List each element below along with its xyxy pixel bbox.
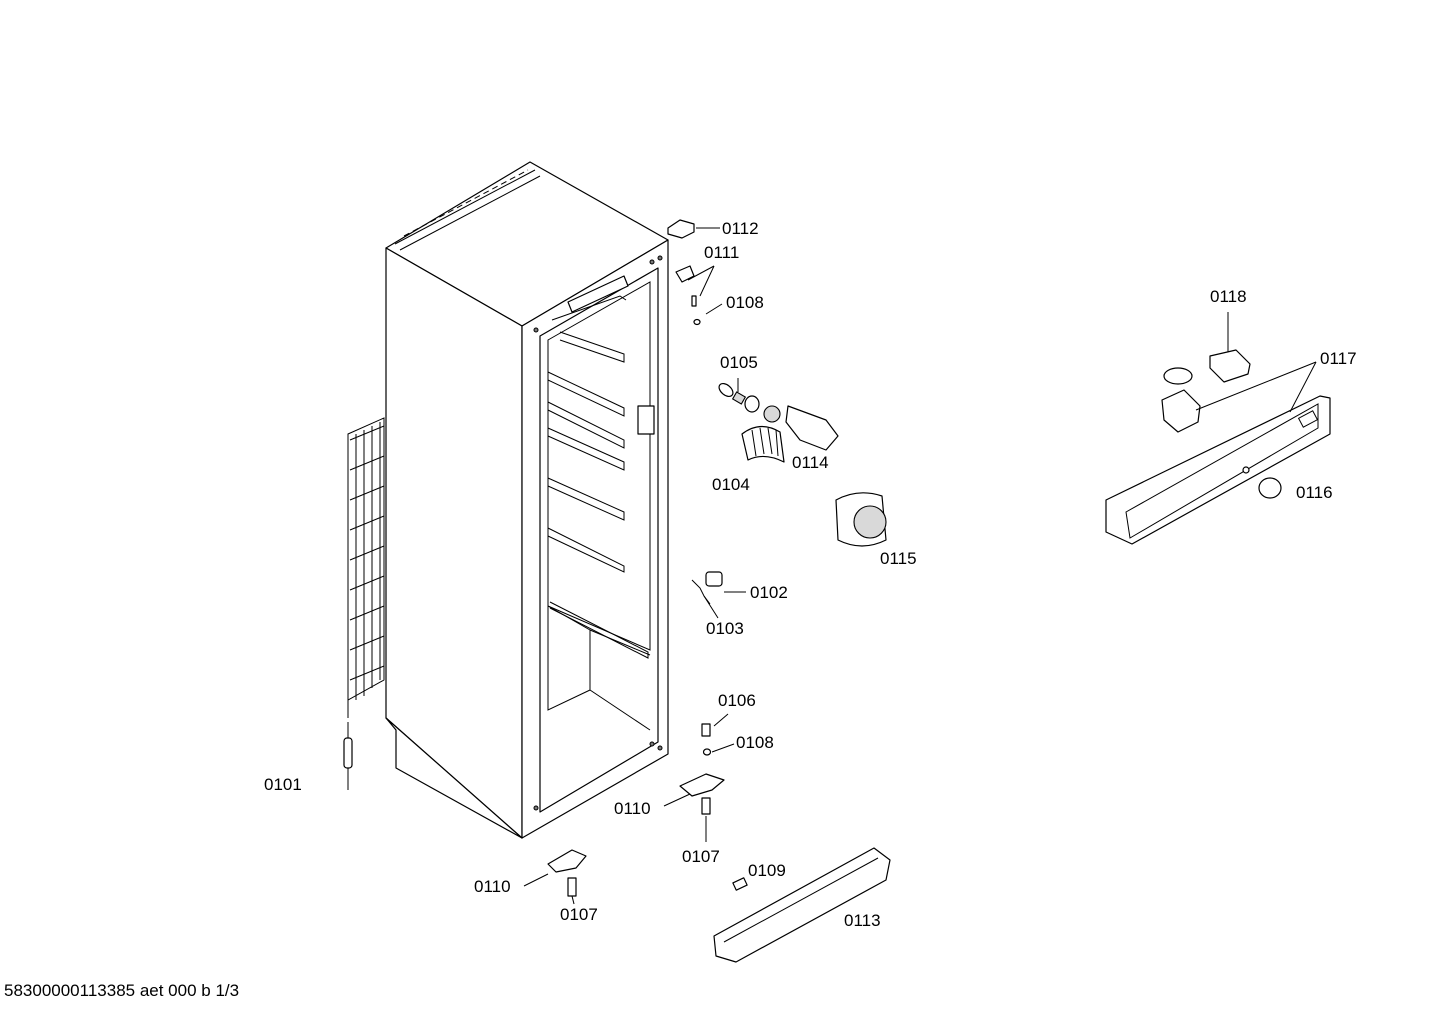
- label-0108-top: 0108: [726, 293, 764, 312]
- label-0105: 0105: [720, 353, 758, 372]
- label-0104: 0104: [712, 475, 750, 494]
- label-0107-right: 0107: [682, 847, 720, 866]
- condenser-coil: [347, 417, 385, 718]
- label-0112: 0112: [722, 219, 759, 238]
- control-panel-part: [1105, 395, 1331, 545]
- lamp-bulb-part: [718, 382, 747, 405]
- leader-lines: [523, 227, 1317, 905]
- washer-part-top: [693, 318, 701, 326]
- label-0114: 0114: [792, 453, 829, 472]
- screw-part-right: [701, 797, 711, 815]
- screw-part-left: [567, 877, 577, 897]
- label-0110-left: 0110: [474, 877, 511, 896]
- lamp-diffuser-part: [741, 425, 785, 463]
- top-vent-slots: [394, 169, 541, 251]
- label-0103: 0103: [706, 619, 744, 638]
- label-0110-right: 0110: [614, 799, 651, 818]
- label-0116: 0116: [1296, 483, 1333, 502]
- label-0113: 0113: [844, 911, 881, 930]
- switch-part: [1209, 349, 1251, 383]
- label-0106: 0106: [718, 691, 756, 710]
- washer-part-bottom: [702, 748, 712, 756]
- label-0115: 0115: [880, 549, 917, 568]
- fan-housing-part: [835, 492, 887, 547]
- clip-part: [705, 571, 723, 587]
- shelf-rails: [547, 295, 649, 659]
- label-0102: 0102: [750, 583, 788, 602]
- part-labels: 0112 0111 0108 0105 0114 0104 0115 0102 …: [264, 219, 1357, 930]
- control-knob-part: [1258, 477, 1282, 499]
- hinge-bracket-part-left: [547, 849, 587, 873]
- hinge-pin-part: [675, 265, 697, 307]
- document-code: 58300000113385 aet 000 b 1/3: [4, 981, 240, 1000]
- label-0117: 0117: [1320, 349, 1357, 368]
- temperature-sensor-tube: [343, 722, 353, 790]
- bottom-grille-part: [713, 847, 891, 963]
- hinge-bracket-part-right: [679, 773, 725, 797]
- hinge-bolt-part: [701, 723, 711, 737]
- label-0107-left: 0107: [560, 905, 598, 924]
- small-insert-part: [732, 877, 748, 891]
- label-0109: 0109: [748, 861, 786, 880]
- label-0118: 0118: [1210, 287, 1247, 306]
- label-0111: 0111: [704, 243, 739, 262]
- cover-cap-part: [667, 219, 695, 239]
- label-0108-bottom: 0108: [736, 733, 774, 752]
- label-0101: 0101: [264, 775, 302, 794]
- thermostat-part: [1161, 367, 1201, 433]
- lamp-cover-part: [785, 405, 839, 451]
- refrigerator-cabinet: [343, 161, 669, 839]
